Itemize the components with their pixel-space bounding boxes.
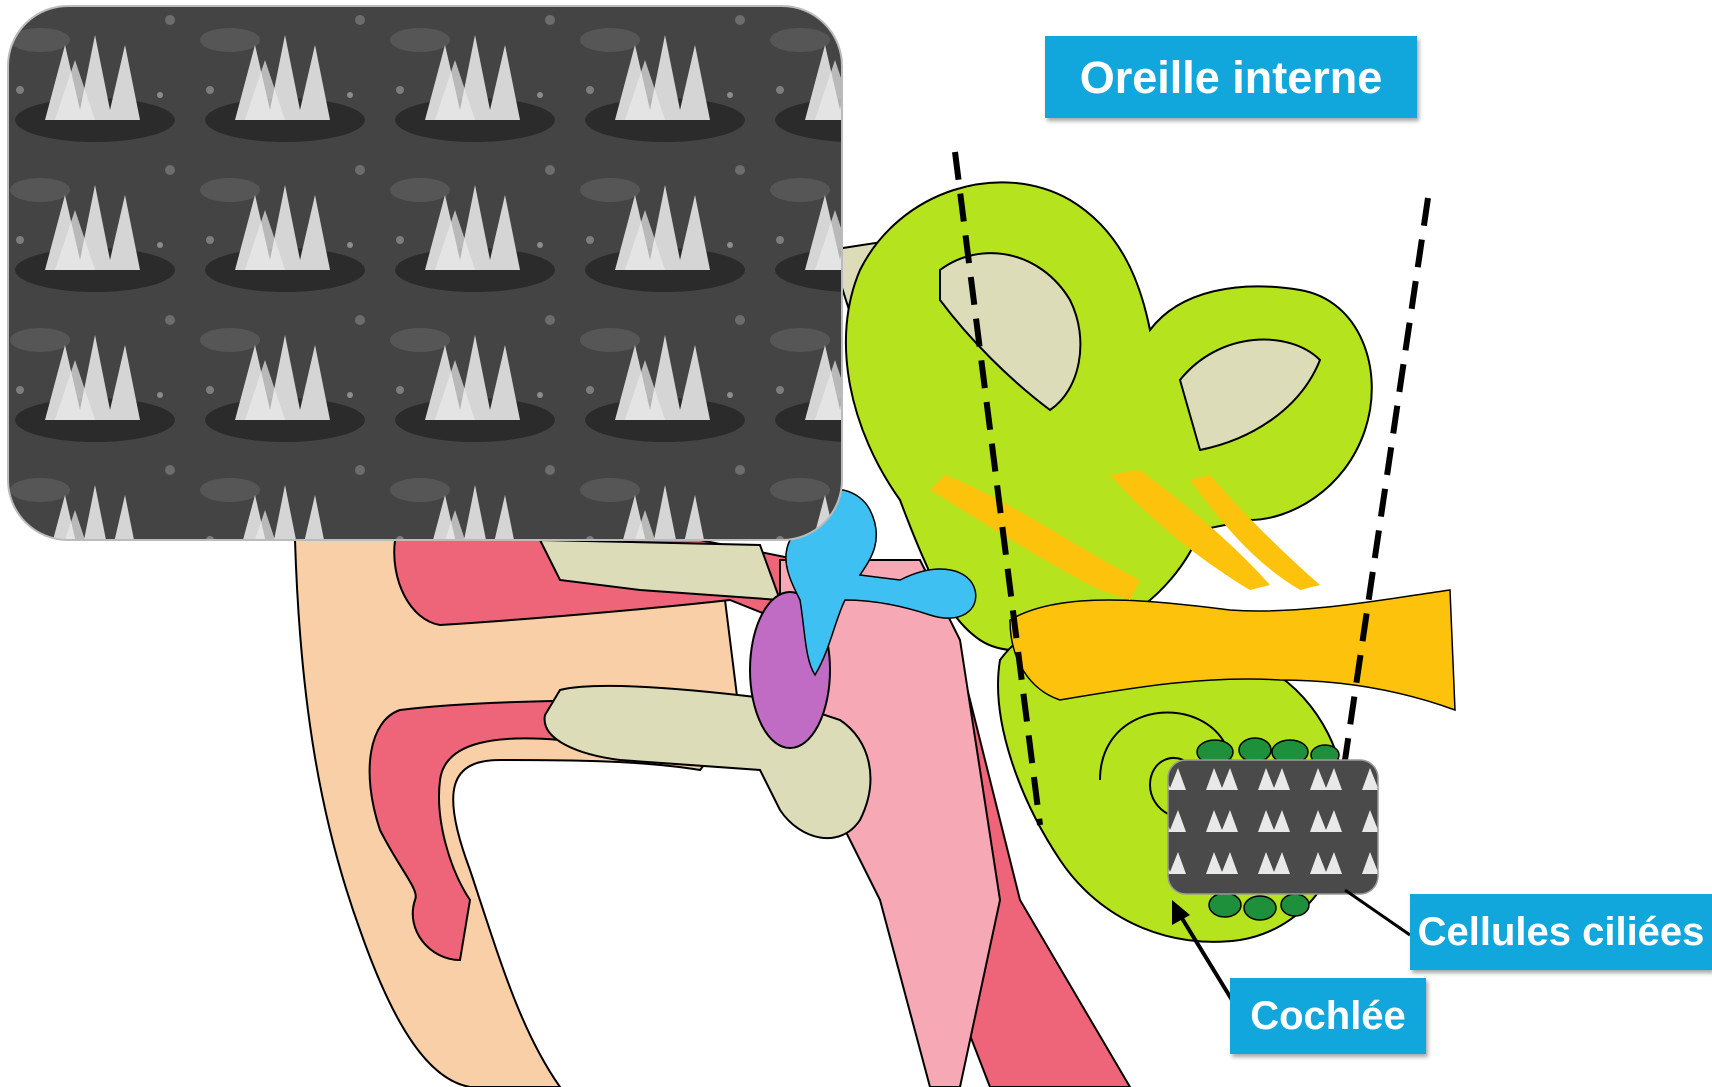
cochlea-label: Cochlée	[1230, 978, 1426, 1054]
sem-hair-cells-thumbnail	[1168, 760, 1378, 894]
sem-hair-cells-photo	[8, 6, 842, 540]
outer-ear-skin	[295, 540, 740, 1087]
arrow-hair-cells	[1345, 890, 1410, 935]
inner-ear-label: Oreille interne	[1045, 36, 1417, 118]
hair-cells-label: Cellules ciliées	[1410, 894, 1712, 970]
